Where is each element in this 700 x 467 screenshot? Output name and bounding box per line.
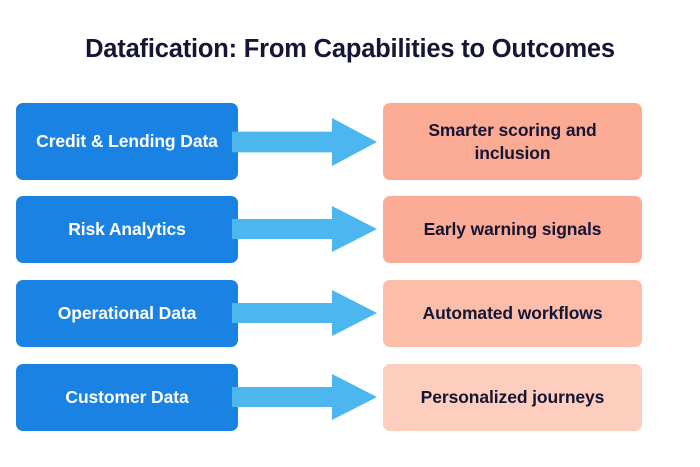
outcome-box[interactable]: Personalized journeys (383, 364, 642, 431)
outcome-label: Personalized journeys (420, 387, 605, 408)
right-arrow-icon (232, 206, 377, 252)
outcome-label: Automated workflows (422, 303, 603, 324)
outcome-label: Early warning signals (423, 219, 602, 240)
capability-label: Risk Analytics (68, 219, 186, 240)
right-arrow-icon (232, 118, 377, 166)
capability-box[interactable]: Operational Data (16, 280, 238, 347)
right-arrow-icon (232, 290, 377, 336)
capability-label: Customer Data (65, 387, 189, 408)
capability-box[interactable]: Credit & Lending Data (16, 103, 238, 180)
capability-box[interactable]: Risk Analytics (16, 196, 238, 263)
right-arrow-icon (232, 374, 377, 420)
outcome-box[interactable]: Early warning signals (383, 196, 642, 263)
page-title: Datafication: From Capabilities to Outco… (85, 35, 615, 63)
outcome-label: Smarter scoring and inclusion (428, 120, 597, 163)
capability-label: Operational Data (57, 303, 197, 324)
outcome-box[interactable]: Automated workflows (383, 280, 642, 347)
outcome-box[interactable]: Smarter scoring and inclusion (383, 103, 642, 180)
capability-box[interactable]: Customer Data (16, 364, 238, 431)
capability-label: Credit & Lending Data (36, 131, 218, 152)
